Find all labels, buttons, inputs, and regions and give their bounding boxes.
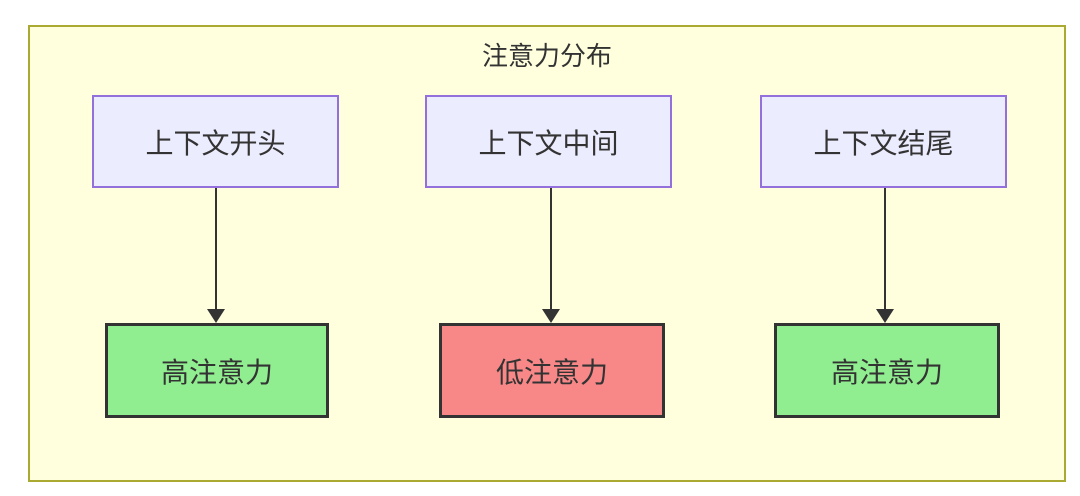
node-low-attention: 低注意力 (439, 323, 665, 418)
diagram-title: 注意力分布 (481, 41, 612, 71)
arrowhead-down-icon (542, 309, 560, 323)
node-context-start-label: 上下文开头 (145, 127, 286, 159)
node-context-middle-label: 上下文中间 (478, 127, 619, 159)
node-context-middle: 上下文中间 (425, 95, 672, 188)
node-high-attention-1-label: 高注意力 (160, 356, 273, 388)
arrowhead-down-icon (876, 309, 894, 323)
node-context-end-label: 上下文结尾 (813, 127, 954, 159)
node-high-attention-1: 高注意力 (105, 323, 329, 418)
arrow-context-middle-to-attention (542, 188, 560, 323)
arrow-shaft (884, 188, 886, 309)
node-context-start: 上下文开头 (92, 95, 339, 188)
arrow-shaft (215, 188, 217, 309)
arrowhead-down-icon (207, 309, 225, 323)
attention-distribution-frame: 注意力分布 上下文开头 高注意力 上下文中间 低注意力 上下文结尾 (28, 25, 1066, 482)
arrow-context-start-to-attention (207, 188, 225, 323)
arrow-shaft (550, 188, 552, 309)
node-low-attention-label: 低注意力 (495, 356, 608, 388)
node-high-attention-2: 高注意力 (774, 323, 1000, 418)
node-context-end: 上下文结尾 (760, 95, 1007, 188)
arrow-context-end-to-attention (876, 188, 894, 323)
node-high-attention-2-label: 高注意力 (830, 356, 943, 388)
